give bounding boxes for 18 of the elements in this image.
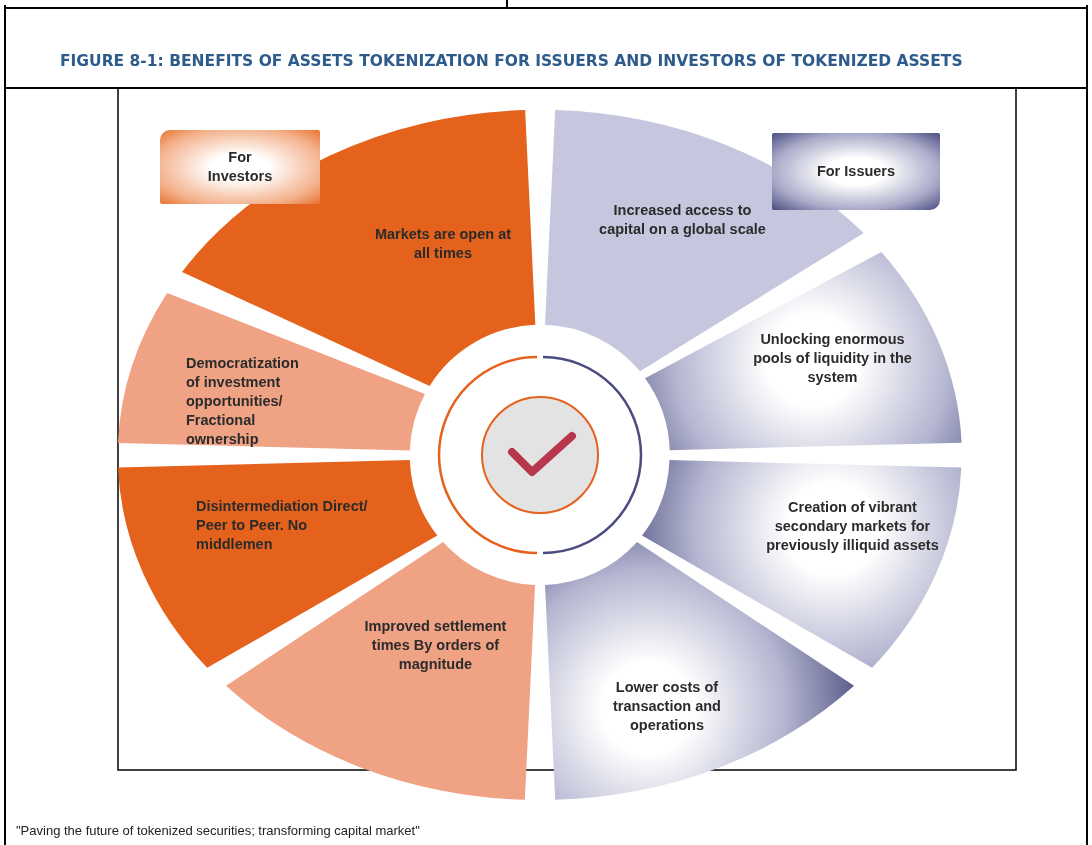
benefit-text: Disintermediation Direct/ Peer to Peer. No middlemen	[196, 497, 369, 554]
benefit-segment	[118, 293, 426, 451]
benefit-text: Lower costs of transaction and operations	[612, 678, 722, 735]
category-label: For Investors	[206, 148, 274, 186]
benefit-text: Improved settlement times By orders of magnitude	[363, 617, 508, 674]
benefit-text: Unlocking enormous pools of liquidity in the system	[752, 330, 913, 387]
source-note: "Paving the future of tokenized securities; transforming capital market"	[16, 823, 420, 838]
benefit-segment	[642, 459, 962, 668]
benefit-text: Markets are open at all times	[373, 225, 513, 263]
category-label: For Issuers	[815, 162, 897, 181]
benefit-text: Democratization of investment opportunities/ Fractional ownership	[186, 354, 300, 449]
benefit-text: Increased access to capital on a global scale	[598, 201, 767, 239]
figure-title: FIGURE 8-1: BENEFITS OF ASSETS TOKENIZATION FOR ISSUERS AND INVESTORS OF TOKENIZED ASSETS	[60, 52, 963, 70]
category-tab	[160, 130, 320, 204]
benefit-segment	[645, 252, 962, 451]
category-tab	[772, 133, 940, 210]
benefit-text: Creation of vibrant secondary markets for previously illiquid assets	[765, 498, 940, 555]
benefit-segment	[182, 110, 536, 387]
